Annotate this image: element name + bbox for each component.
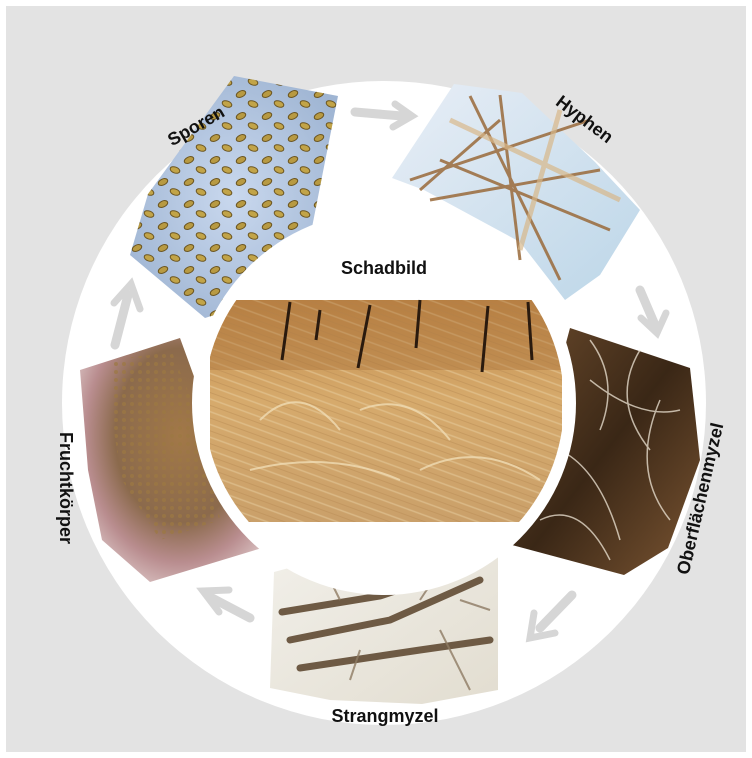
stage-label-fruchtkoerper: Fruchtkörper: [56, 432, 76, 544]
center-label: Schadbild: [341, 258, 427, 278]
stage-label-strangmyzel: Strangmyzel: [331, 706, 438, 726]
schadbild-image: [210, 300, 562, 522]
